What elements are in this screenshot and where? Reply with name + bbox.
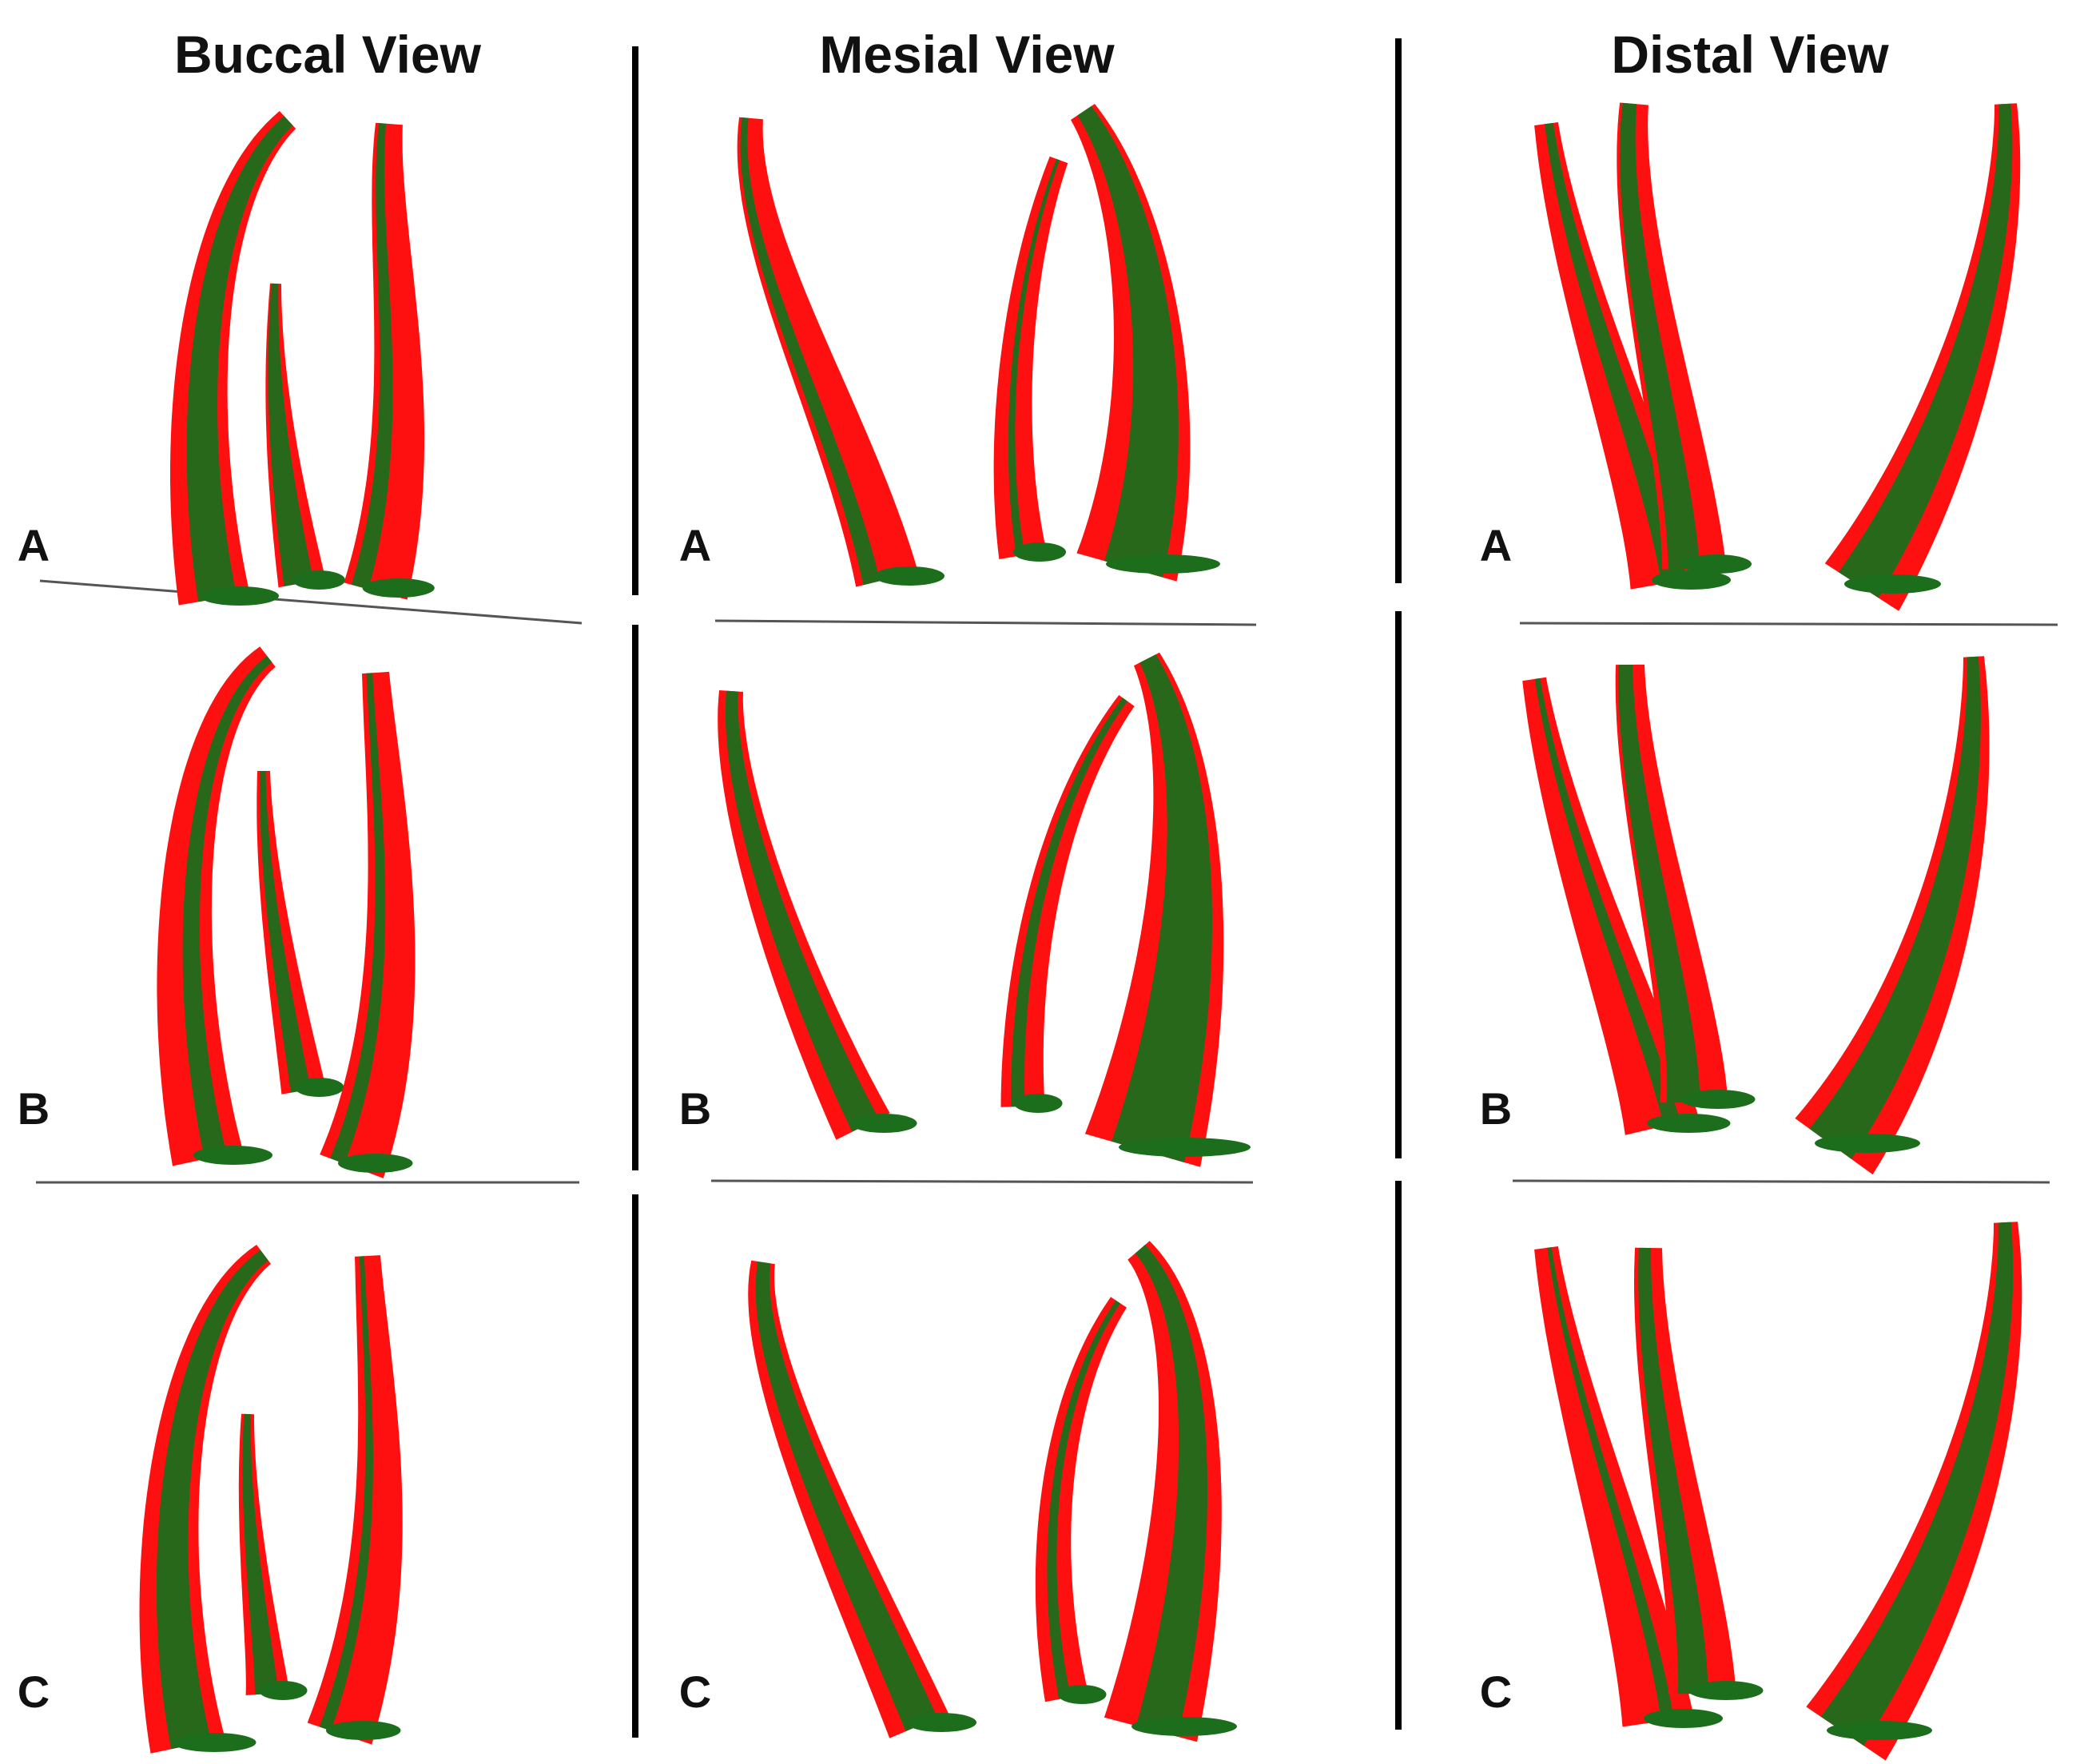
root-buccal-b-1-green [182, 655, 272, 1159]
root-mesial-c-1-apex [906, 1713, 976, 1732]
root-distal-a-1-green [1545, 122, 1687, 584]
column-title-distal: Distal View [1611, 25, 1889, 84]
row-label-a-mesial: A [678, 520, 712, 570]
root-distal-c-2-green [1638, 1247, 1708, 1694]
root-mesial-c-1-green [755, 1261, 938, 1732]
root-buccal-c-3-red [307, 1255, 403, 1745]
root-mesial-a-3-apex [1106, 554, 1220, 574]
root-mesial-b-2-apex [1014, 1094, 1063, 1113]
panel-distal-b [1522, 656, 1990, 1175]
root-mesial-b-3-apex [1119, 1138, 1251, 1157]
column-title-mesial: Mesial View [819, 25, 1115, 84]
root-distal-b-3-green [1809, 656, 1981, 1159]
panel-buccal-c [139, 1245, 403, 1754]
root-distal-c-3-apex [1827, 1721, 1932, 1740]
root-distal-a-2-green [1620, 102, 1700, 570]
row-label-a-buccal: A [17, 520, 50, 570]
root-distal-a-2-red [1617, 102, 1726, 570]
root-mesial-b-1-red [718, 690, 890, 1140]
root-mesial-a-1-green [740, 117, 881, 586]
root-buccal-a-3-apex [362, 578, 435, 598]
root-buccal-c-3-apex [326, 1721, 401, 1740]
root-buccal-b-2-apex [294, 1078, 344, 1097]
root-buccal-a-3-green [351, 123, 393, 590]
row-label-a-distal: A [1479, 520, 1513, 570]
root-distal-c-2-red [1634, 1247, 1736, 1694]
root-buccal-c-1-apex [173, 1733, 257, 1752]
root-buccal-c-3-green [319, 1256, 373, 1731]
root-buccal-b-3-red [320, 671, 416, 1178]
root-mesial-a-1-apex [874, 566, 945, 586]
root-buccal-b-1-red [157, 646, 276, 1166]
roots [139, 102, 2022, 1761]
panel-buccal-a [170, 111, 435, 606]
root-mesial-b-2-red [1000, 695, 1135, 1107]
root-distal-b-2-green [1618, 665, 1700, 1103]
root-buccal-b-1-apex [193, 1146, 272, 1165]
root-distal-b-3-red [1795, 656, 1990, 1175]
dividers [36, 38, 2058, 1738]
root-distal-c-3-green [1820, 1222, 2014, 1746]
root-mesial-a-2-green [1008, 158, 1060, 557]
row-label-b-distal: B [1479, 1083, 1513, 1134]
root-mesial-a-1-red [737, 117, 918, 587]
root-buccal-b-2-red [257, 771, 326, 1095]
root-distal-a-3-apex [1844, 574, 1941, 594]
root-buccal-c-2-apex [259, 1681, 308, 1700]
root-mesial-b-2-green [1011, 697, 1127, 1107]
panel-mesial-b [718, 652, 1251, 1167]
root-mesial-b-3-green [1112, 654, 1212, 1162]
root-distal-c-1-green [1547, 1247, 1674, 1722]
root-buccal-c-2-green [242, 1413, 279, 1695]
root-distal-a-2-apex [1681, 554, 1752, 574]
root-buccal-b-3-apex [338, 1154, 413, 1173]
root-buccal-c-1-green [156, 1250, 268, 1750]
panel-mesial-a [737, 104, 1220, 587]
root-buccal-b-2-green [260, 771, 311, 1093]
root-mesial-c-3-green [1135, 1245, 1208, 1737]
root-distal-b-2-apex [1680, 1090, 1756, 1109]
root-distal-a-1-apex [1652, 570, 1731, 590]
row-separator-2 [714, 619, 1257, 626]
root-mesial-c-2-green [1047, 1300, 1120, 1699]
root-distal-a-3-red [1824, 103, 2021, 611]
panel-buccal-b [157, 646, 416, 1178]
panel-distal-a [1534, 102, 2021, 611]
row-separator-5 [710, 1179, 1254, 1184]
root-buccal-a-1-apex [200, 586, 279, 606]
panel-distal-c [1534, 1222, 2022, 1761]
row-label-c-mesial: C [678, 1667, 712, 1717]
root-mesial-b-1-apex [851, 1114, 917, 1133]
root-mesial-a-3-green [1077, 105, 1179, 578]
row-separator-3 [1519, 622, 2058, 626]
root-buccal-b-3-green [330, 673, 386, 1164]
root-distal-b-2-red [1615, 664, 1728, 1103]
panel-mesial-c [748, 1241, 1237, 1742]
root-distal-a-3-green [1838, 103, 2013, 598]
root-mesial-a-2-apex [1013, 542, 1066, 562]
row-label-b-buccal: B [17, 1083, 50, 1134]
root-mesial-a-2-red [993, 156, 1068, 559]
root-distal-c-3-red [1806, 1222, 2022, 1761]
root-mesial-c-1-red [748, 1260, 949, 1738]
root-buccal-a-2-apex [292, 570, 345, 590]
root-mesial-c-2-red [1035, 1297, 1127, 1702]
root-distal-b-1-apex [1647, 1114, 1731, 1133]
row-separator-6 [1512, 1179, 2050, 1184]
row-label-c-distal: C [1479, 1667, 1513, 1717]
row-label-c-buccal: C [17, 1667, 50, 1717]
root-distal-c-2-apex [1688, 1681, 1764, 1700]
column-title-buccal: Buccal View [174, 25, 481, 84]
root-mesial-c-2-apex [1058, 1685, 1107, 1704]
root-distal-b-3-apex [1815, 1134, 1920, 1153]
row-label-b-mesial: B [678, 1083, 712, 1134]
root-mesial-c-3-apex [1131, 1717, 1237, 1736]
root-buccal-a-1-green [186, 116, 293, 602]
root-buccal-a-2-green [268, 283, 314, 586]
root-distal-c-1-apex [1644, 1709, 1723, 1728]
row-separator-1 [39, 579, 583, 625]
